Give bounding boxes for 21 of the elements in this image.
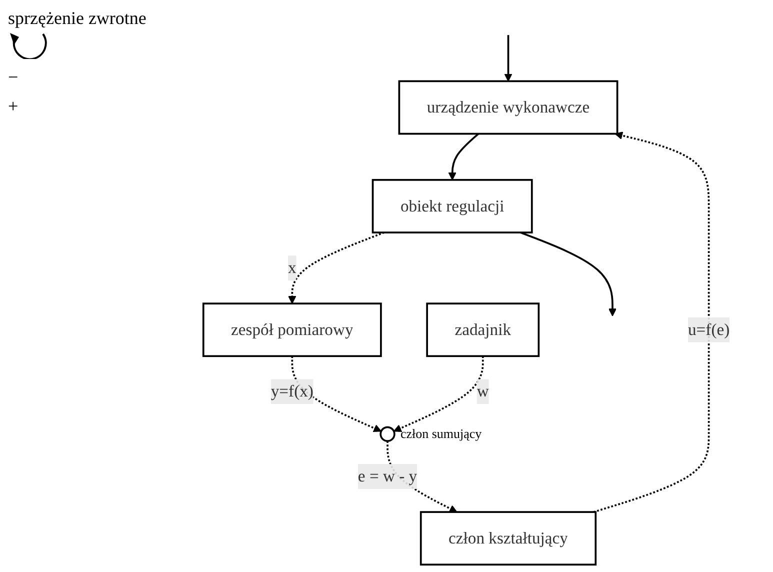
node-box: zespół pomiarowy xyxy=(202,302,382,358)
sign-label: − xyxy=(8,67,18,87)
edge-label: w xyxy=(476,382,489,400)
arrow xyxy=(520,232,617,316)
edge-label: x xyxy=(288,258,296,277)
edge-label: e = w - y xyxy=(358,466,418,486)
node-box: człon kształtujący xyxy=(420,511,597,566)
sign-label: + xyxy=(8,96,18,116)
arrow xyxy=(593,132,710,513)
node-box: zadajnik xyxy=(426,302,540,358)
arrow xyxy=(504,35,512,82)
node-circle xyxy=(380,426,396,442)
arrow xyxy=(448,133,480,180)
node-box: obiekt regulacji xyxy=(372,178,533,234)
edge-label: u=f(e) xyxy=(688,320,730,339)
edge-label: y=f(x) xyxy=(270,382,314,400)
feedback-label: sprzężenie zwrotne xyxy=(8,8,146,28)
arrow xyxy=(393,356,484,432)
arrow xyxy=(288,232,385,304)
node-box: urządzenie wykonawcze xyxy=(398,80,618,135)
node-caption: człon sumujący xyxy=(400,426,482,442)
